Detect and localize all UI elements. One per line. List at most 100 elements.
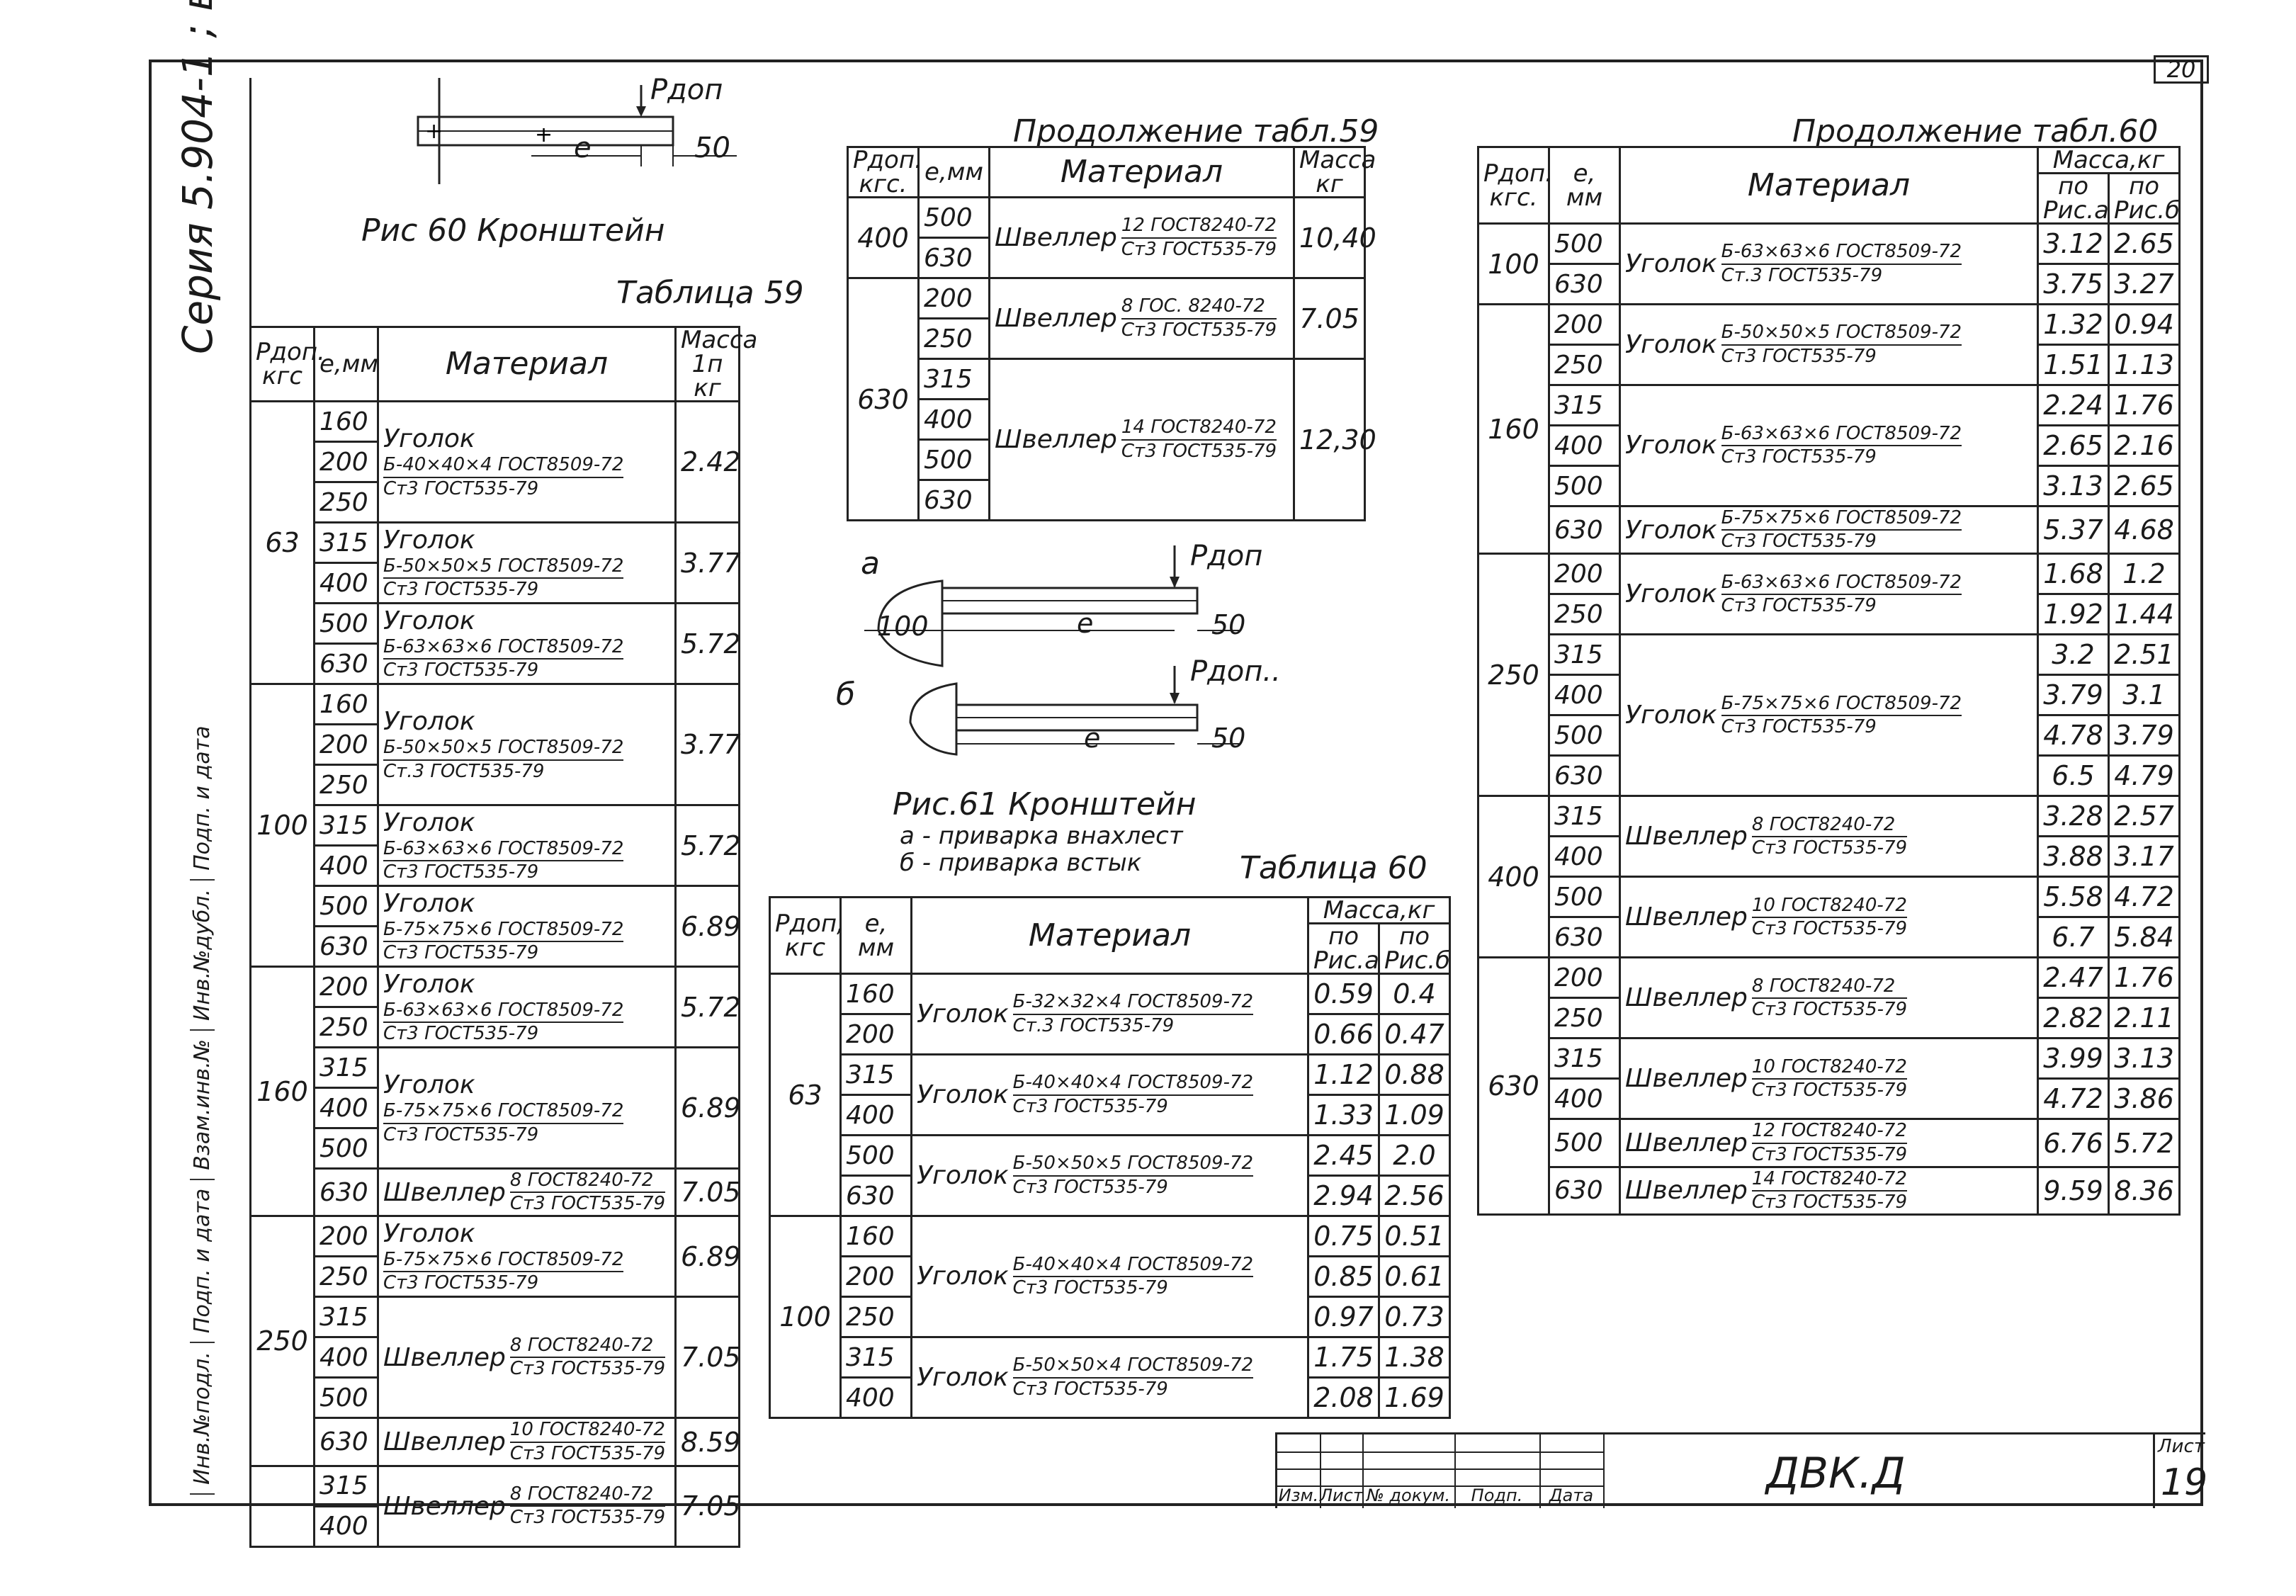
material-steel-grade: Ст3 ГОСТ535-79 xyxy=(383,660,539,681)
mass-cell: 3.77 xyxy=(674,521,741,604)
material-profile: Б-63×63×6 ГОСТ8509-72 xyxy=(1721,423,1962,446)
material-steel-grade: Ст3 ГОСТ535-79 xyxy=(383,1124,539,1145)
header-p-dop: Рдоп. кгс. xyxy=(1477,146,1553,225)
e-cell: 630 xyxy=(313,1167,379,1218)
material-steel-grade: Ст3 ГОСТ535-79 xyxy=(1751,1143,1908,1165)
material-profile: Б-75×75×6 ГОСТ8509-72 xyxy=(383,1249,624,1273)
approval-stamp-label: Инв.№подл. xyxy=(190,1343,215,1495)
p-dop-cell: 63 xyxy=(769,973,842,1217)
table60cont-title: Продолжение табл.60 xyxy=(1792,113,2159,149)
material-profile: Б-50×50×5 ГОСТ8509-72 xyxy=(1012,1153,1254,1177)
e-cell: 315 xyxy=(313,1046,379,1089)
material-name: Уголок xyxy=(383,606,475,635)
material-steel-grade: Ст3 ГОСТ535-79 xyxy=(1121,319,1277,341)
e-cell: 400 xyxy=(1548,424,1621,467)
mass-fig-b-cell: 0.88 xyxy=(1377,1053,1452,1096)
mass-fig-b-cell: 1.44 xyxy=(2107,593,2181,636)
mass-fig-b-cell: 3.1 xyxy=(2107,674,2181,717)
material-name: Швеллер xyxy=(383,1427,506,1456)
approval-stamp-label: Инв.№дубл. xyxy=(190,880,215,1031)
material-profile: 10 ГОСТ8240-72 xyxy=(1751,1056,1908,1080)
material-name: Уголок xyxy=(383,888,475,918)
p-dop-cell: 250 xyxy=(249,1215,315,1467)
e-cell: 500 xyxy=(313,1127,379,1170)
mass-fig-a-cell: 2.94 xyxy=(1307,1175,1380,1217)
table60-title: Таблица 60 xyxy=(1240,850,1427,886)
material-steel-grade: Ст3 ГОСТ535-79 xyxy=(1751,917,1908,939)
table-row: 250 xyxy=(251,481,740,523)
p-dop-cell: 400 xyxy=(847,196,920,279)
material-name: Швеллер xyxy=(995,222,1117,252)
mass-fig-b-cell: 2.65 xyxy=(2107,465,2181,507)
e-cell: 315 xyxy=(313,1464,379,1507)
header-mass-fig-b: по Рис.б xyxy=(1377,922,1452,975)
e-cell: 630 xyxy=(917,237,990,279)
fig61-load-label-b: Рдоп.. xyxy=(1190,655,1281,688)
table-row: 400 xyxy=(251,1505,740,1548)
table-row: 630 xyxy=(848,479,1365,521)
material-name: Швеллер xyxy=(1625,902,1748,932)
material-steel-grade: Ст3 ГОСТ535-79 xyxy=(1751,1079,1908,1101)
fig61-note-b: б - приварка встык xyxy=(900,849,1142,877)
mass-fig-b-cell: 0.47 xyxy=(1377,1013,1452,1055)
e-cell: 500 xyxy=(313,602,379,645)
mass-cell: 6.89 xyxy=(674,1046,741,1170)
fig60-load-label: Рдоп xyxy=(650,74,723,106)
e-cell: 250 xyxy=(917,317,990,360)
material-steel-grade: Ст3 ГОСТ535-79 xyxy=(1721,531,1877,553)
material-name: Уголок xyxy=(917,1080,1009,1109)
fig61-100-label: 100 xyxy=(877,611,929,642)
mass-fig-b-cell: 5.84 xyxy=(2107,916,2181,959)
mass-fig-b-cell: 0.51 xyxy=(1377,1215,1452,1257)
fig61-label-b: б xyxy=(836,677,856,713)
mass-fig-a-cell: 0.59 xyxy=(1307,973,1380,1015)
e-cell: 500 xyxy=(313,885,379,927)
material-profile: 12 ГОСТ8240-72 xyxy=(1751,1120,1908,1144)
fig61-label-a: а xyxy=(861,545,880,582)
e-cell: 200 xyxy=(313,441,379,483)
mass-cell: 8.59 xyxy=(674,1417,741,1467)
e-cell: 400 xyxy=(313,1087,379,1129)
e-cell: 160 xyxy=(313,683,379,725)
mass-fig-a-cell: 3.99 xyxy=(2037,1037,2110,1080)
material-steel-grade: Ст3 ГОСТ535-79 xyxy=(1751,837,1908,859)
material-profile: Б-40×40×4 ГОСТ8509-72 xyxy=(1012,1254,1254,1277)
e-cell: 400 xyxy=(917,398,990,441)
material-name: Швеллер xyxy=(1625,983,1748,1013)
material-steel-grade: Ст3 ГОСТ535-79 xyxy=(1721,446,1877,468)
material-steel-grade: Ст3 ГОСТ535-79 xyxy=(1012,1378,1168,1400)
material-steel-grade: Ст3 ГОСТ535-79 xyxy=(383,1272,539,1294)
p-dop-cell: 100 xyxy=(249,683,315,968)
